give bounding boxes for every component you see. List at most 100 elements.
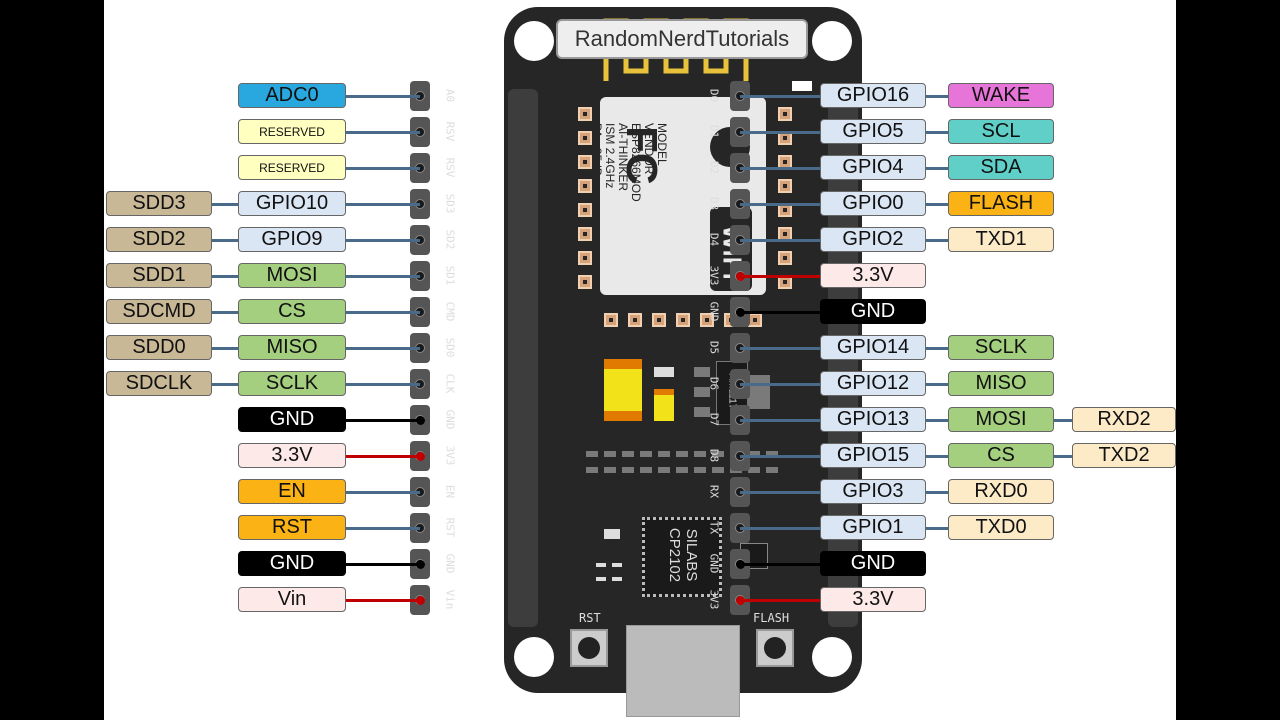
wire-dot bbox=[736, 596, 745, 605]
rst-button-label: RST bbox=[579, 611, 601, 625]
module-pad bbox=[778, 179, 792, 193]
pin-name: D8 bbox=[707, 448, 721, 463]
smd-pad bbox=[604, 529, 620, 539]
pin-label: SDD3 bbox=[106, 191, 212, 216]
pin-label: GPIO14 bbox=[820, 335, 926, 360]
pin-name: SD1 bbox=[443, 265, 457, 286]
wire-link bbox=[1054, 419, 1072, 422]
pin-name: RSV bbox=[443, 157, 457, 178]
pin-name: GND bbox=[707, 301, 721, 322]
wire-signal bbox=[346, 491, 420, 494]
wire-signal bbox=[740, 95, 820, 98]
pin-label: GPIO1 bbox=[820, 515, 926, 540]
antenna-gap bbox=[792, 81, 812, 91]
wire-signal bbox=[740, 347, 820, 350]
smd-pad bbox=[658, 451, 670, 457]
module-pad bbox=[578, 203, 592, 217]
wire-link bbox=[212, 275, 238, 278]
wire-signal bbox=[346, 131, 420, 134]
pin-label: MOSI bbox=[238, 263, 346, 288]
pin-label: GND bbox=[238, 407, 346, 432]
module-pad bbox=[578, 275, 592, 289]
wire-signal bbox=[740, 383, 820, 386]
pin-label: GPIO10 bbox=[238, 191, 346, 216]
pin-name: D7 bbox=[707, 412, 721, 427]
rst-button[interactable] bbox=[570, 629, 608, 667]
module-pad bbox=[578, 227, 592, 241]
smd-pad bbox=[748, 467, 760, 473]
pin-label: RST bbox=[238, 515, 346, 540]
pin-label: TXD2 bbox=[1072, 443, 1176, 468]
wire-signal bbox=[346, 347, 420, 350]
wire-signal bbox=[740, 131, 820, 134]
pin-name: CMD bbox=[443, 301, 457, 322]
pin-label: SCLK bbox=[948, 335, 1054, 360]
wire-link bbox=[212, 347, 238, 350]
wire-gnd bbox=[740, 311, 820, 314]
smd-pad bbox=[694, 387, 710, 397]
pin-label: GPIO13 bbox=[820, 407, 926, 432]
pin-label: SCLK bbox=[238, 371, 346, 396]
smd-pad bbox=[676, 451, 688, 457]
pin-name: 3V3 bbox=[707, 265, 721, 286]
smd-pad bbox=[604, 451, 616, 457]
pin-name: SD3 bbox=[443, 193, 457, 214]
pin-label: GPIO4 bbox=[820, 155, 926, 180]
pin-name: 3V3 bbox=[443, 445, 457, 466]
pin-label: GPIO2 bbox=[820, 227, 926, 252]
pin-label: RESERVED bbox=[238, 155, 346, 180]
smd-pad bbox=[612, 577, 622, 581]
capacitor bbox=[604, 359, 642, 421]
pin-label: GND bbox=[820, 551, 926, 576]
wire-pwr bbox=[740, 275, 820, 278]
module-pad bbox=[700, 313, 714, 327]
wire-link bbox=[212, 311, 238, 314]
wire-pwr bbox=[346, 599, 420, 602]
smd-pad bbox=[712, 451, 724, 457]
pin-label: RXD0 bbox=[948, 479, 1054, 504]
wire-dot bbox=[416, 596, 425, 605]
pin-label: SDD1 bbox=[106, 263, 212, 288]
smd-pad bbox=[622, 467, 634, 473]
usb-connector bbox=[626, 625, 740, 717]
pin-label: FLASH bbox=[948, 191, 1054, 216]
pin-name: SD0 bbox=[443, 337, 457, 358]
wire-link bbox=[926, 131, 948, 134]
pin-name: RX bbox=[707, 484, 721, 499]
pin-name: SD2 bbox=[443, 229, 457, 250]
pin-label: TXD1 bbox=[948, 227, 1054, 252]
mount-hole bbox=[812, 21, 852, 61]
module-pad bbox=[578, 251, 592, 265]
wire-signal bbox=[740, 527, 820, 530]
wire-pwr bbox=[740, 599, 820, 602]
pin-label: GPIO0 bbox=[820, 191, 926, 216]
pin-label: SDCLK bbox=[106, 371, 212, 396]
flash-button[interactable] bbox=[756, 629, 794, 667]
pin-label: MOSI bbox=[948, 407, 1054, 432]
pin-name: D4 bbox=[707, 232, 721, 247]
wire-gnd bbox=[740, 563, 820, 566]
wire-link bbox=[926, 419, 948, 422]
wire-link bbox=[926, 347, 948, 350]
pin-label: CS bbox=[238, 299, 346, 324]
wire-gnd bbox=[346, 419, 420, 422]
pin-name: GND bbox=[707, 553, 721, 574]
pinout-canvas: FC MODEL VENDOR ESP8266MOD AI-THINKER IS… bbox=[104, 0, 1176, 720]
module-pad bbox=[578, 155, 592, 169]
wire-link bbox=[926, 491, 948, 494]
diode bbox=[654, 389, 674, 421]
pin-label: GPIO9 bbox=[238, 227, 346, 252]
pin-label: GPIO3 bbox=[820, 479, 926, 504]
module-pad bbox=[778, 251, 792, 265]
wire-signal bbox=[346, 383, 420, 386]
smd-pad bbox=[604, 467, 616, 473]
smd-pad bbox=[640, 467, 652, 473]
wire-signal bbox=[740, 455, 820, 458]
smd-pad bbox=[612, 563, 622, 567]
usb-chip-text: SILABS CP2102 bbox=[666, 527, 700, 583]
module-pad bbox=[578, 131, 592, 145]
pin-label: GPIO16 bbox=[820, 83, 926, 108]
pin-label: SDA bbox=[948, 155, 1054, 180]
pin-name: A0 bbox=[443, 88, 457, 103]
module-pad bbox=[578, 107, 592, 121]
